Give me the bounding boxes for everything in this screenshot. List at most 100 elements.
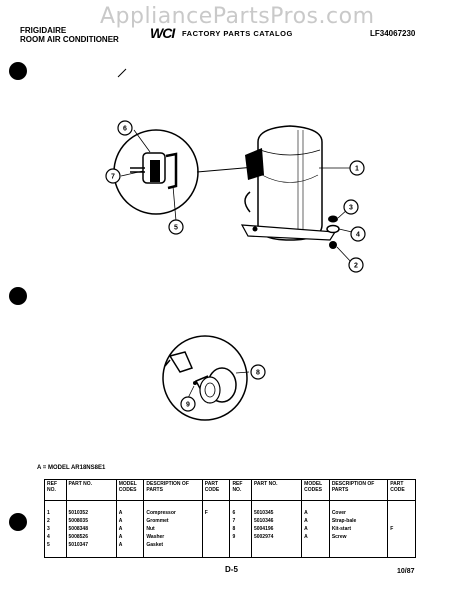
cell-desc: Grommet xyxy=(143,517,203,525)
callout-label-9: 9 xyxy=(186,402,190,409)
binder-hole-top xyxy=(9,62,27,80)
cell-code xyxy=(387,517,416,525)
parts-table: REF NO. PART NO. MODEL CODES DESCRIPTION… xyxy=(44,479,416,558)
cell-desc: Washer xyxy=(143,533,203,541)
page-number: D-5 xyxy=(225,565,238,574)
col-part-code: PART CODE xyxy=(201,479,230,501)
model-note: A = MODEL AR18NS8E1 xyxy=(37,465,106,471)
binder-hole-bottom xyxy=(9,513,27,531)
cell-model: A xyxy=(115,533,144,541)
cell-model: A xyxy=(115,525,144,533)
mount-parts-drawing xyxy=(326,215,340,249)
col-description: DESCRIPTION OF PARTS xyxy=(143,479,203,501)
callout-label-2: 2 xyxy=(354,263,358,270)
exploded-diagram: 6 7 5 1 3 4 2 8 9 xyxy=(105,68,366,421)
cell-part: 5002974 xyxy=(250,533,302,541)
table-row: 5 5010347 A Gasket xyxy=(44,541,416,549)
cell-model: A xyxy=(115,517,144,525)
col-description-2: DESCRIPTION OF PARTS xyxy=(328,479,388,501)
cell-ref: 7 xyxy=(229,517,252,525)
cell-part: 5008348 xyxy=(65,525,117,533)
revision-date: 10/87 xyxy=(397,568,415,575)
cell-code xyxy=(201,517,230,525)
cell-ref: 6 xyxy=(229,509,252,517)
cell-desc: Cover xyxy=(328,509,388,517)
brand-block: FRIGIDAIRE ROOM AIR CONDITIONER xyxy=(20,26,119,44)
callout-circle-8 xyxy=(250,364,266,380)
start-device-drawing xyxy=(130,152,178,190)
cell-part: 5008035 xyxy=(65,517,117,525)
callout-circle-7 xyxy=(105,168,121,184)
cell-empty xyxy=(250,541,302,549)
cell-code xyxy=(201,525,230,533)
callout-label-3: 3 xyxy=(349,205,353,212)
cell-model: A xyxy=(301,525,330,533)
col-ref-no: REF NO. xyxy=(44,479,67,501)
col-part-no-2: PART NO. xyxy=(250,479,302,501)
col-model-codes: MODEL CODES xyxy=(115,479,144,501)
cell-code: F xyxy=(387,525,416,533)
cell-ref: 9 xyxy=(229,533,252,541)
callout-label-4: 4 xyxy=(356,232,360,239)
col-part-code-2: PART CODE xyxy=(387,479,416,501)
cell-model: A xyxy=(301,517,330,525)
cell-model: A xyxy=(115,509,144,517)
col-model-codes-2: MODEL CODES xyxy=(301,479,330,501)
callout-circle-5 xyxy=(168,219,184,235)
cell-model: A xyxy=(115,541,144,549)
cell-desc: Strap-bale xyxy=(328,517,388,525)
cell-part: 5008526 xyxy=(65,533,117,541)
callout-label-1: 1 xyxy=(355,166,359,173)
cell-code xyxy=(387,509,416,517)
cell-code xyxy=(201,533,230,541)
cell-empty xyxy=(229,541,252,549)
cell-ref: 4 xyxy=(44,533,67,541)
callout-circle-4 xyxy=(350,226,366,242)
col-ref-no-2: REF NO. xyxy=(229,479,252,501)
col-part-no: PART NO. xyxy=(65,479,117,501)
cell-empty xyxy=(328,541,388,549)
cell-part: 5010346 xyxy=(250,517,302,525)
cell-desc: Gasket xyxy=(143,541,203,549)
table-row: 4 5008526 A Washer 9 5002974 A Screw xyxy=(44,533,416,541)
cell-empty xyxy=(301,541,330,549)
catalog-title: FACTORY PARTS CATALOG xyxy=(182,29,293,38)
cell-ref: 5 xyxy=(44,541,67,549)
wci-logo: WCI xyxy=(150,25,175,41)
cell-part: 5010352 xyxy=(65,509,117,517)
cell-desc: Nut xyxy=(143,525,203,533)
callout-circle-6 xyxy=(117,120,133,136)
detail-circle-lower xyxy=(162,335,248,421)
table-row: 1 5010352 A Compressor F 6 5010345 A Cov… xyxy=(44,509,416,517)
callout-circle-2 xyxy=(348,257,364,273)
binder-hole-middle xyxy=(9,287,27,305)
watermark-text: AppliancePartsPros.com xyxy=(100,4,375,29)
cell-ref: 1 xyxy=(44,509,67,517)
cell-model: A xyxy=(301,509,330,517)
callout-circle-3 xyxy=(343,199,359,215)
cell-part: 5004196 xyxy=(250,525,302,533)
cell-desc: Compressor xyxy=(143,509,203,517)
table-row: 2 5008035 A Grommet 7 5010346 A Strap-ba… xyxy=(44,517,416,525)
cell-ref: 2 xyxy=(44,517,67,525)
cell-code: F xyxy=(201,509,230,517)
cell-empty xyxy=(387,541,416,549)
compressor-drawing xyxy=(240,125,337,241)
cell-ref: 8 xyxy=(229,525,252,533)
capacitor-drawing xyxy=(164,351,237,404)
callout-label-7: 7 xyxy=(111,174,115,181)
callout-circle-9 xyxy=(180,396,196,412)
callout-label-6: 6 xyxy=(123,126,127,133)
callout-label-8: 8 xyxy=(256,370,260,377)
product-line: ROOM AIR CONDITIONER xyxy=(20,35,119,44)
callout-circle-1 xyxy=(349,160,365,176)
cell-part: 5010345 xyxy=(250,509,302,517)
cell-model: A xyxy=(301,533,330,541)
cell-desc: Kit-start xyxy=(328,525,388,533)
cell-part: 5010347 xyxy=(65,541,117,549)
table-row: 3 5008348 A Nut 8 5004196 A Kit-start F xyxy=(44,525,416,533)
brand-name: FRIGIDAIRE xyxy=(20,26,67,35)
cell-desc: Screw xyxy=(328,533,388,541)
table-header-row: REF NO. PART NO. MODEL CODES DESCRIPTION… xyxy=(44,479,416,501)
callout-label-5: 5 xyxy=(174,225,178,232)
